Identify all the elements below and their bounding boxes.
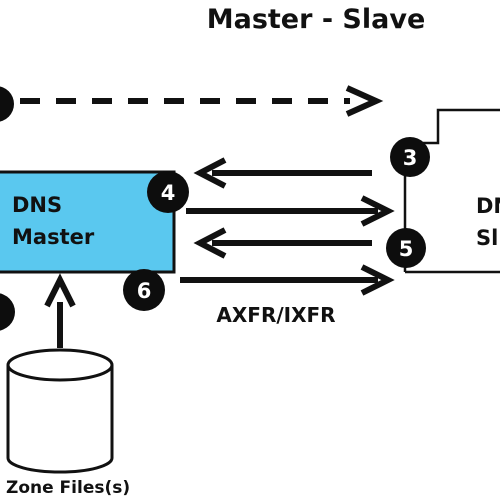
arrow-load-zone-head <box>44 273 76 308</box>
step-3-label: 3 <box>403 146 418 170</box>
step-5-badge: 5 <box>386 228 426 268</box>
step-2-badge <box>0 293 15 331</box>
arrow-transfer-request-head <box>193 227 227 259</box>
dns-slave-label-line2: Sl <box>476 226 498 250</box>
arrow-soa-query-head <box>193 157 227 189</box>
dns-slave-label-line1: DN <box>476 194 500 218</box>
step-3-badge: 3 <box>390 137 430 177</box>
dashed-notify-arrow-head <box>345 85 384 117</box>
dns-master-label-line2: Master <box>12 225 95 249</box>
arrow-zone-transfer-head <box>360 264 395 296</box>
dns-master-box <box>0 170 176 274</box>
zone-files-label: Zone Files(s) <box>6 478 130 498</box>
step-6-label: 6 <box>137 279 152 303</box>
arrow-soa-response-head <box>360 195 395 227</box>
zone-files-database-icon <box>6 348 114 474</box>
step-4-label: 4 <box>161 181 176 205</box>
dns-master-label-line1: DNS <box>12 193 62 217</box>
step-5-label: 5 <box>399 237 414 261</box>
step-1-badge <box>0 86 14 122</box>
step-6-badge: 6 <box>123 269 165 311</box>
step-4-badge: 4 <box>147 171 189 213</box>
diagram-title: Master - Slave <box>207 4 426 35</box>
transfer-label: AXFR/IXFR <box>216 303 335 327</box>
